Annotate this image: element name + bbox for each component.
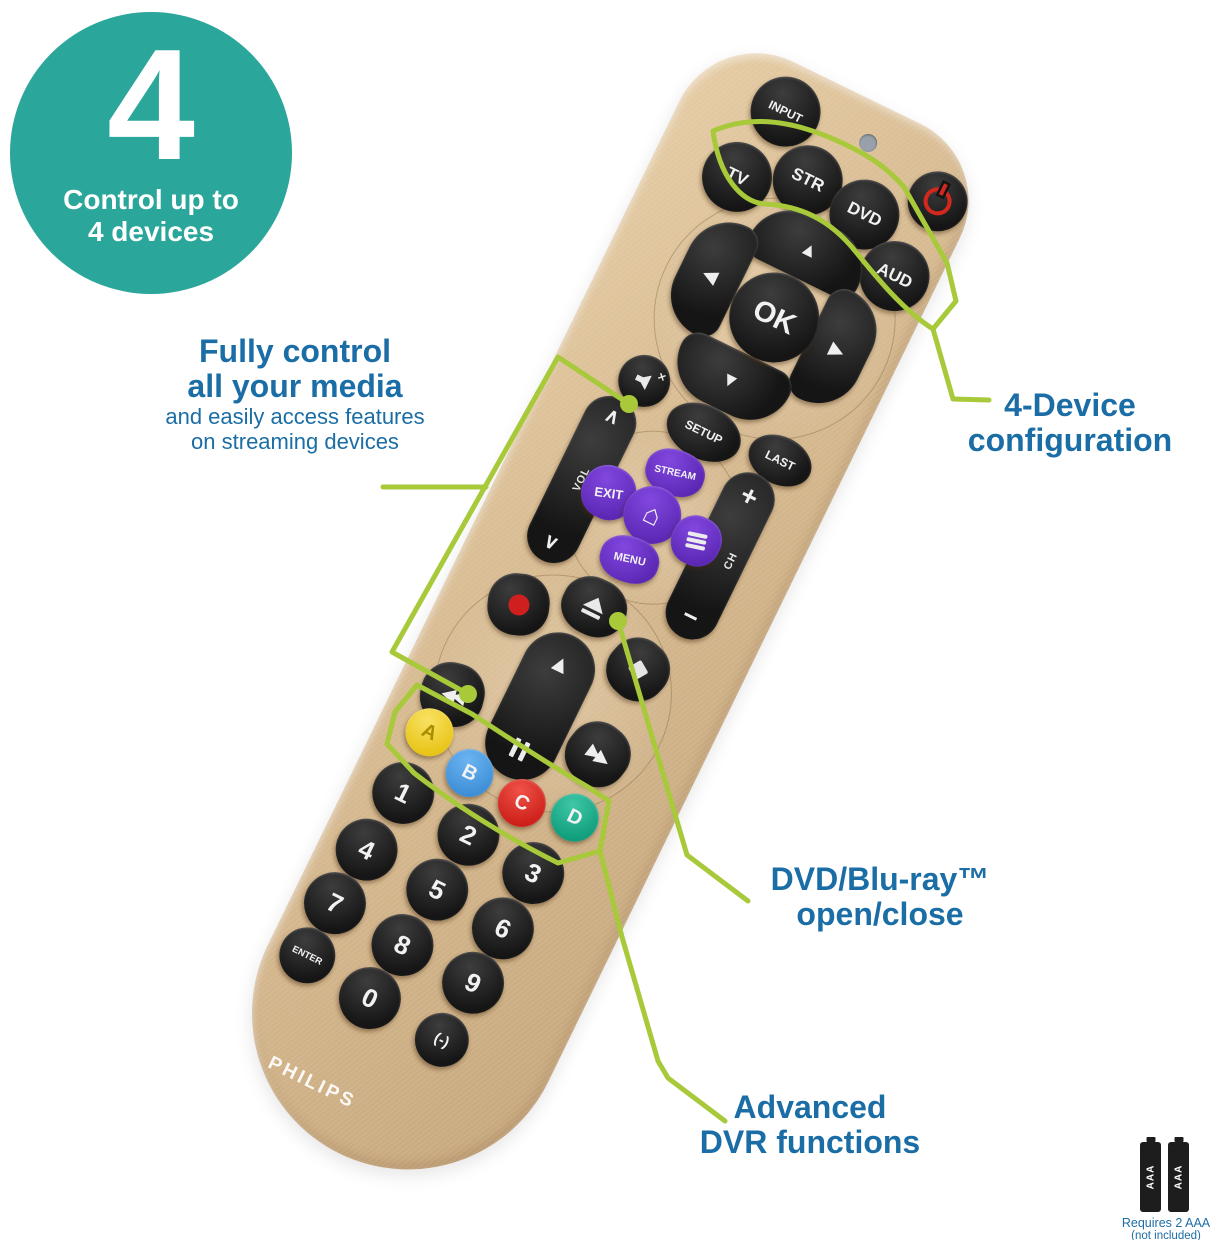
digit-6-label: 6 xyxy=(490,911,517,945)
dvr-callout: Advanced DVR functions xyxy=(655,1090,965,1160)
mute-icon xyxy=(633,370,656,392)
exit-label: EXIT xyxy=(593,483,625,503)
pause-icon xyxy=(507,737,522,758)
home-icon: ⌂ xyxy=(638,496,667,533)
disc-line-1: DVD/Blu-ray™ xyxy=(770,861,990,897)
down-arrow-icon: ▼ xyxy=(717,366,744,395)
battery-icon: AAA xyxy=(1168,1142,1189,1212)
a-label: A xyxy=(418,718,441,745)
digit-1-label: 1 xyxy=(390,775,417,810)
battery-icon: AAA xyxy=(1140,1142,1161,1212)
play-icon: ▲ xyxy=(543,647,578,682)
battery-icons: AAA AAA xyxy=(1106,1128,1214,1216)
volume-down-icon: ∨ xyxy=(539,529,563,556)
aud-label: AUD xyxy=(874,258,916,293)
eject-icon xyxy=(580,592,609,621)
b-label: B xyxy=(458,759,482,786)
power-icon xyxy=(918,182,957,221)
d-label: D xyxy=(563,804,587,831)
channel-down-icon: − xyxy=(677,599,705,633)
stop-icon xyxy=(627,659,649,680)
right-arrow-icon: ▶ xyxy=(825,337,849,364)
up-arrow-icon: ▲ xyxy=(796,236,823,264)
dvr-line-1: Advanced xyxy=(733,1089,887,1125)
digit-5-label: 5 xyxy=(424,872,451,906)
stream-label: STREAM xyxy=(653,462,697,483)
digit-8-label: 8 xyxy=(389,927,416,962)
badge-number: 4 xyxy=(107,17,195,193)
volume-up-icon: ∧ xyxy=(600,403,624,430)
hamburger-icon xyxy=(686,537,707,545)
enter-label: ENTER xyxy=(290,943,325,968)
dvr-line-2: DVR functions xyxy=(699,1124,921,1160)
setup-label: SETUP xyxy=(682,417,725,448)
config-callout: 4-Device configuration xyxy=(940,388,1200,458)
menu-label: MENU xyxy=(612,550,647,569)
rewind-icon: ◀◀ xyxy=(440,682,465,707)
disc-callout: DVD/Blu-ray™ open/close xyxy=(730,862,1030,932)
mute-x-icon: × xyxy=(655,368,669,386)
devices-count-badge: 4 Control up to 4 devices xyxy=(10,12,292,294)
digit-0-label: 0 xyxy=(357,981,384,1015)
tv-label: TV xyxy=(723,163,752,190)
badge-line2: 4 devices xyxy=(87,216,215,247)
battery-cell-label: AAA xyxy=(1173,1164,1184,1190)
media-callout: Fully control all your media and easily … xyxy=(110,333,480,455)
channel-label: CH xyxy=(721,550,741,572)
digit-9-label: 9 xyxy=(460,965,487,999)
config-line-2: configuration xyxy=(967,422,1173,458)
digit-7-label: 7 xyxy=(322,886,349,920)
media-sub-2: on streaming devices xyxy=(191,429,399,454)
digit-2-label: 2 xyxy=(455,817,482,851)
battery-cell-label: AAA xyxy=(1145,1164,1156,1190)
left-arrow-icon: ◀ xyxy=(699,262,722,288)
battery-text-1: Requires 2 AAA xyxy=(1121,1216,1211,1230)
media-sub-1: and easily access features xyxy=(165,404,425,429)
ok-label: OK xyxy=(747,293,801,341)
channel-up-icon: + xyxy=(735,478,764,514)
remote-control: INPUT TV STR DVD AUD ▲ ◀ ▶ ▼ OK × SETUP xyxy=(199,24,998,1222)
dvd-label: DVD xyxy=(844,197,885,231)
digit-3-label: 3 xyxy=(520,855,547,890)
fast-forward-icon: ▶▶ xyxy=(584,740,612,769)
config-line-1: 4-Device xyxy=(1004,387,1136,423)
badge-line1: Control up to xyxy=(63,184,239,215)
media-title-2: all your media xyxy=(187,368,403,404)
media-title-1: Fully control xyxy=(199,333,391,369)
disc-line-2: open/close xyxy=(796,896,964,932)
input-label: INPUT xyxy=(766,97,805,126)
c-label: C xyxy=(510,789,534,816)
dash-label: (-) xyxy=(431,1028,453,1051)
battery-text-2: (not included) xyxy=(1131,1230,1201,1240)
last-label: LAST xyxy=(762,447,798,474)
str-label: STR xyxy=(788,163,828,196)
record-icon xyxy=(506,592,531,616)
battery-note: AAA AAA Requires 2 AAA (not included) xyxy=(1106,1128,1214,1240)
digit-4-label: 4 xyxy=(353,832,380,866)
